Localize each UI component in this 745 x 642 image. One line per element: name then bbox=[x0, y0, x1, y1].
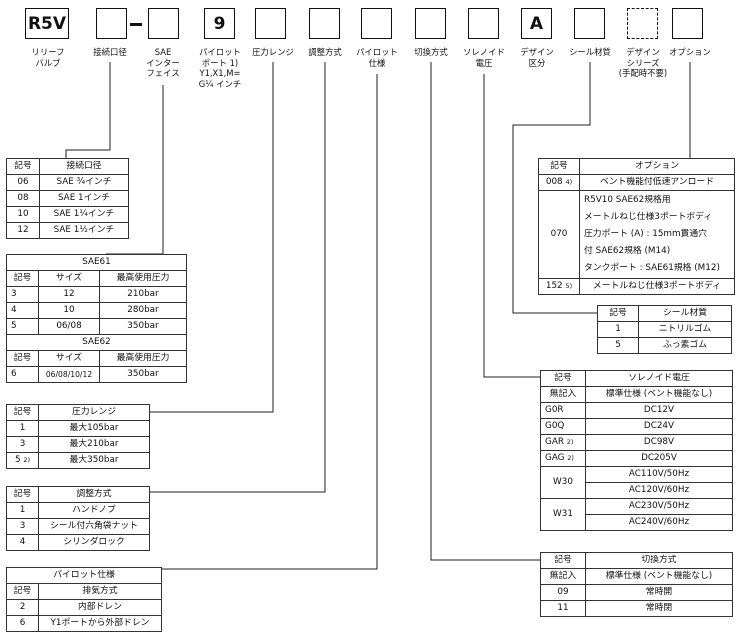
sae61-title: SAE61 bbox=[6, 254, 187, 271]
code-box-port-size bbox=[96, 8, 127, 39]
table-row: 5 2)最大350bar bbox=[6, 452, 150, 469]
table-row: 無記入標準仕様 (ベント機能なし) bbox=[540, 386, 733, 403]
label-relief-valve: リリーフバルブ bbox=[31, 47, 65, 68]
code-box-pressure-range bbox=[255, 8, 286, 39]
sae62-title: SAE62 bbox=[6, 334, 187, 351]
table-row: 152 5)メートルねじ仕様3ポートボディ bbox=[538, 278, 735, 295]
table-row: 008 4)ベント機能付低速アンロード bbox=[538, 174, 735, 191]
code-box-design-series bbox=[627, 8, 658, 39]
code-box-design-class: A bbox=[521, 8, 552, 39]
label-design-series: デザインシリーズ(手配時不要) bbox=[618, 47, 668, 78]
label-adjustment: 調整方式 bbox=[308, 47, 342, 57]
label-seal-material: シール材質 bbox=[569, 47, 611, 57]
label-pressure-range: 圧力レンジ bbox=[252, 47, 294, 57]
code-box-adjustment bbox=[309, 8, 340, 39]
code-box-seal-material bbox=[574, 8, 605, 39]
table-row: 070 R5V10 SAE62規格用 メートルねじ仕様3ポートボディ 圧力ポート… bbox=[538, 190, 735, 279]
col-code: 記号 bbox=[6, 158, 40, 175]
code-box-pilot-spec bbox=[361, 8, 392, 39]
label-pilot-port: パイロットポート 1)Y1,X1,M=G¼ インチ bbox=[198, 47, 242, 89]
label-switching: 切換方式 bbox=[414, 47, 448, 57]
code-box-sae-interface bbox=[148, 8, 179, 39]
label-option: オプション bbox=[669, 47, 711, 57]
table-row: 無記入標準仕様 (ベント機能なし) bbox=[540, 568, 733, 585]
label-design-class: デザイン区分 bbox=[520, 47, 554, 68]
table-row: GAR 2)DC98V bbox=[540, 434, 733, 451]
table-option: 記号オプション 008 4)ベント機能付低速アンロード 070 R5V10 SA… bbox=[538, 158, 735, 295]
code-box-switching bbox=[415, 8, 446, 39]
table-row: AC240V/60Hz bbox=[541, 514, 733, 531]
table-row: GAG 2)DC205V bbox=[540, 450, 733, 467]
code-box-solenoid-voltage bbox=[468, 8, 499, 39]
label-pilot-spec: パイロット仕様 bbox=[356, 47, 398, 68]
code-box-series: R5V bbox=[25, 8, 69, 39]
col-port-size: 接続口径 bbox=[39, 158, 129, 175]
code-box-pilot-port: 9 bbox=[204, 8, 235, 39]
code-dash bbox=[130, 23, 142, 26]
code-box-option bbox=[672, 8, 703, 39]
label-port-size: 接続口径 bbox=[93, 47, 127, 57]
pilot-spec-title: パイロット仕様 bbox=[6, 567, 162, 584]
label-solenoid-voltage: ソレノイド電圧 bbox=[463, 47, 505, 68]
